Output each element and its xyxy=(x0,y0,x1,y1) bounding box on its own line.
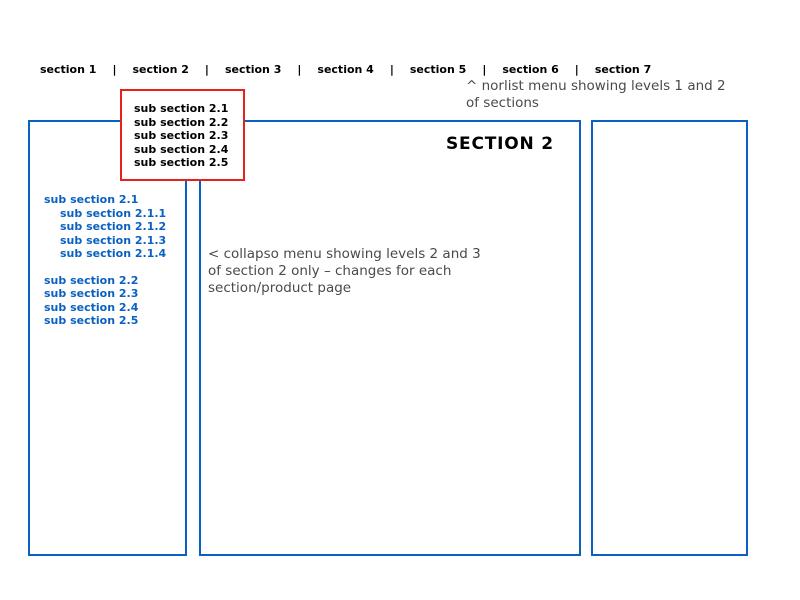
sidebar-link-2-2[interactable]: sub section 2.2 xyxy=(44,273,139,287)
collapso-annotation-line-3: section/product page xyxy=(208,280,352,296)
nav-item-section-1[interactable]: section 1 xyxy=(40,63,97,76)
nav-item-section-4[interactable]: section 4 xyxy=(317,63,374,76)
sidebar-link-list: sub section 2.1 sub section 2.1.1 sub se… xyxy=(44,193,166,328)
nav-separator: | xyxy=(297,63,302,76)
sidebar-link-2-1[interactable]: sub section 2.1 xyxy=(44,193,139,206)
nav-item-section-3[interactable]: section 3 xyxy=(224,63,282,76)
nav-separator: | xyxy=(389,63,394,76)
sidebar-link-2-5[interactable]: sub section 2.5 xyxy=(44,314,139,327)
norlist-annotation-line-2: of sections xyxy=(466,95,539,111)
dropdown-item-2-3[interactable]: sub section 2.3 xyxy=(134,129,229,142)
sidebar-link-2-4[interactable]: sub section 2.4 xyxy=(44,300,139,314)
nav-item-section-2[interactable]: section 2 xyxy=(132,63,189,76)
sidebar-link-2-1-3[interactable]: sub section 2.1.3 xyxy=(60,233,167,247)
dropdown-menu: sub section 2.1 sub section 2.2 sub sect… xyxy=(120,89,245,181)
sidebar-link-2-1-4[interactable]: sub section 2.1.4 xyxy=(60,247,167,260)
nav-item-section-6[interactable]: section 6 xyxy=(502,63,559,76)
dropdown-item-2-1[interactable]: sub section 2.1 xyxy=(134,102,229,115)
collapso-annotation-line-2: of section 2 only – changes for each xyxy=(208,263,452,279)
dropdown-item-2-5[interactable]: sub section 2.5 xyxy=(134,156,229,169)
nav-item-section-7[interactable]: section 7 xyxy=(594,63,652,76)
sidebar-panel: sub section 2.1 sub section 2.1.1 sub se… xyxy=(28,120,187,556)
dropdown-item-2-4[interactable]: sub section 2.4 xyxy=(134,142,229,156)
nav-separator: | xyxy=(574,63,579,76)
right-panel xyxy=(591,120,748,556)
nav-separator: | xyxy=(112,63,117,76)
nav-item-section-5[interactable]: section 5 xyxy=(409,63,467,76)
main-panel: SECTION 2 < collapso menu showing levels… xyxy=(199,120,581,556)
nav-separator: | xyxy=(204,63,209,76)
top-nav: section 1 | section 2 | section 3 | sect… xyxy=(40,63,651,77)
sidebar-link-2-3[interactable]: sub section 2.3 xyxy=(44,287,139,300)
sidebar-link-2-1-1[interactable]: sub section 2.1.1 xyxy=(60,206,167,220)
collapso-annotation: < collapso menu showing levels 2 and 3 o… xyxy=(208,246,481,297)
page-title: SECTION 2 xyxy=(446,134,554,154)
collapso-annotation-line-1: < collapso menu showing levels 2 and 3 xyxy=(208,246,481,262)
sidebar-link-2-1-2[interactable]: sub section 2.1.2 xyxy=(60,220,167,233)
dropdown-item-2-2[interactable]: sub section 2.2 xyxy=(134,115,229,129)
norlist-annotation: ^ norlist menu showing levels 1 and 2 of… xyxy=(466,78,726,112)
nav-separator: | xyxy=(482,63,487,76)
norlist-annotation-line-1: ^ norlist menu showing levels 1 and 2 xyxy=(466,78,726,94)
